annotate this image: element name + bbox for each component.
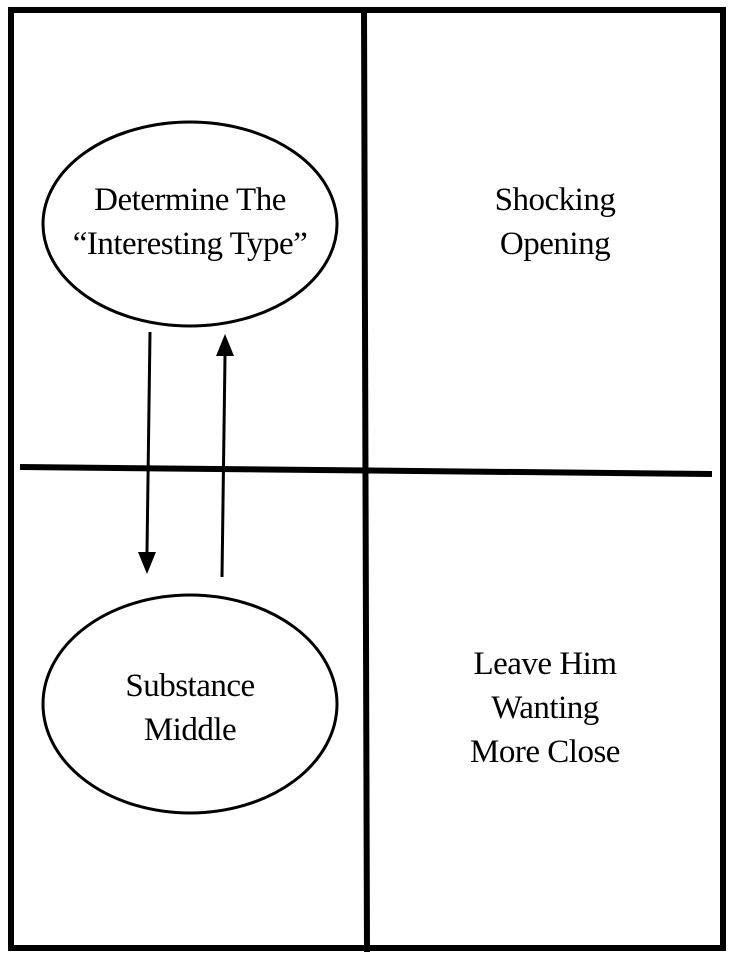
label-line: Opening: [499, 226, 611, 262]
label-line: More Close: [470, 734, 620, 770]
vertical-divider: [361, 9, 370, 953]
label-line: “Interesting Type”: [72, 226, 308, 262]
substance-middle-label: Substance Middle: [40, 664, 340, 752]
horizontal-divider: [19, 464, 713, 477]
label-line: Determine The: [94, 182, 286, 218]
label-line: Leave Him: [473, 646, 617, 682]
determine-interesting-type-label: Determine The “Interesting Type”: [40, 178, 340, 266]
up-arrow-icon: [216, 334, 234, 578]
leave-him-wanting-more-label: Leave Him Wanting More Close: [390, 642, 700, 774]
label-line: Shocking: [494, 182, 616, 218]
shocking-opening-label: Shocking Opening: [400, 178, 710, 266]
substance-middle-ellipse: [41, 593, 339, 815]
determine-type-ellipse: [41, 120, 339, 328]
label-line: Wanting: [491, 690, 599, 726]
label-line: Substance: [125, 668, 255, 704]
label-line: Middle: [143, 712, 237, 748]
down-arrow-icon: [138, 331, 156, 574]
